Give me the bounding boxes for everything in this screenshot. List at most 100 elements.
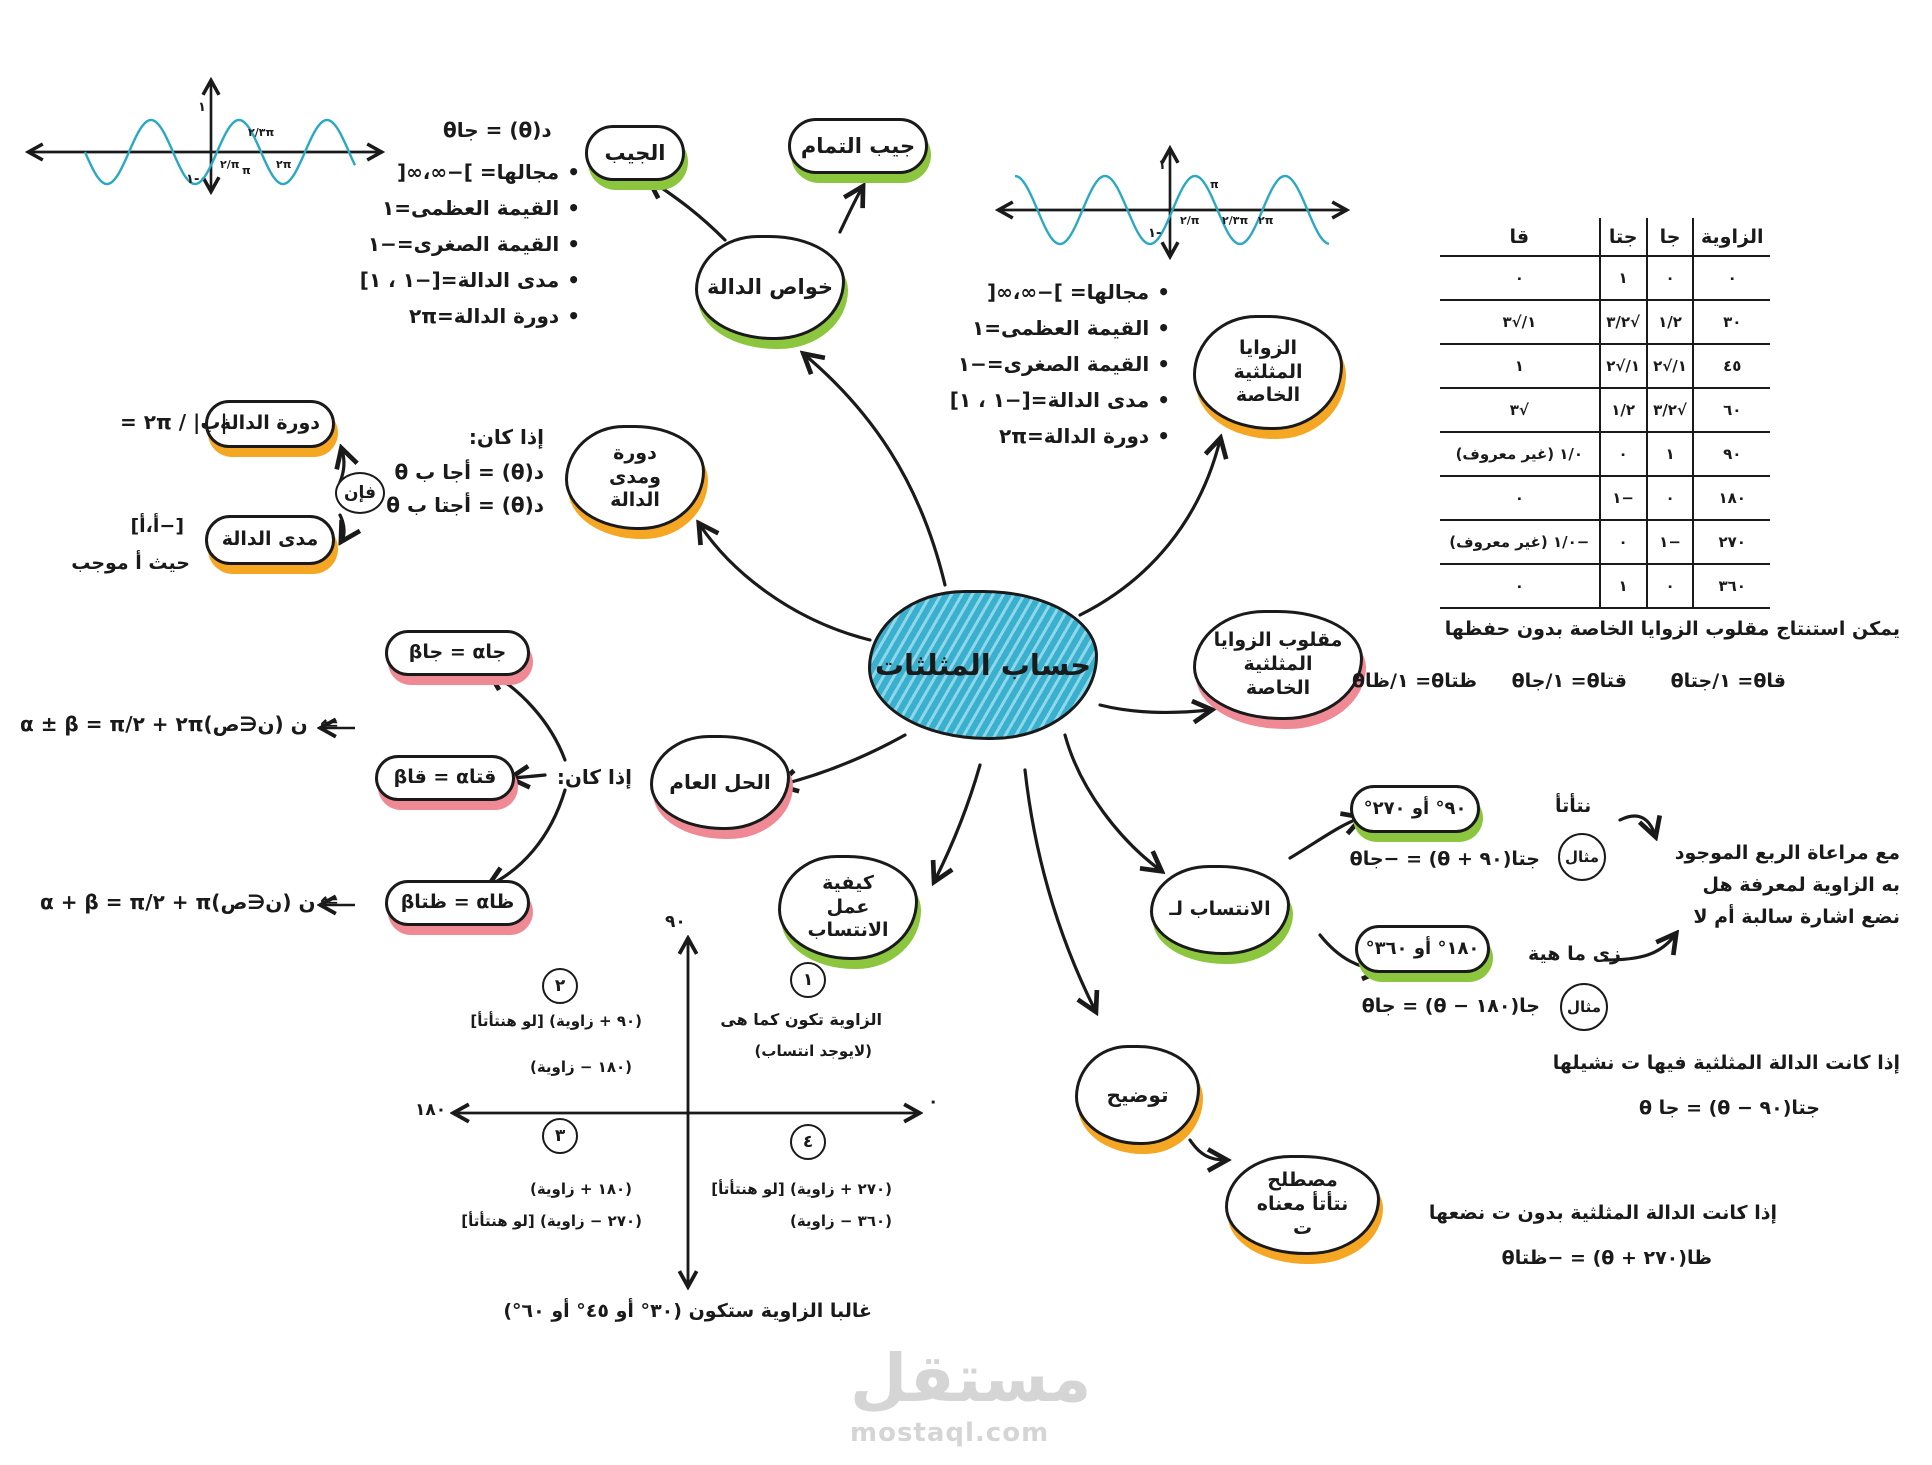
quadrant-axes (455, 940, 918, 1285)
arrow-to-cosine (838, 188, 862, 234)
period-label: دورة الدالة (219, 412, 321, 435)
arrow-to-sine (650, 180, 727, 242)
sine-graph-tick: π/٢ (220, 158, 240, 171)
arrow-clarify-term (1188, 1138, 1225, 1160)
quadrant-1-text: (لايوجد انتساب) (754, 1042, 872, 1060)
table-cell: −١ (1645, 520, 1694, 565)
sign-note: نضع اشارة سالبة أم لا (1693, 906, 1900, 928)
node-translation-to-label: الانتساب لـ (1169, 898, 1271, 921)
sine-formula: د(θ) = جاθ (443, 118, 552, 142)
table-cell: ٣٦٠ (1692, 564, 1770, 609)
table-cell: ٠ (1645, 564, 1694, 609)
node-reciprocals[interactable]: مقلوب الزوايا المثلثية الخاصة (1193, 610, 1363, 720)
table-header: جا (1645, 218, 1694, 257)
node-sine[interactable]: الجيب (585, 125, 685, 181)
quadrant-number-2: ٢ (554, 976, 566, 996)
table-cell: ١/√٢ (1645, 344, 1694, 389)
table-cell: −١/٠ (غير معروف) (1440, 520, 1600, 565)
general-case-3: ظاα = ظتاβ (385, 880, 530, 926)
node-general-solution-label: الحل العام (669, 770, 771, 794)
general-result: α ± β = π/٢ + ٢πن (ن∈ص) (20, 712, 308, 736)
sine-graph-tick: π (242, 164, 251, 177)
table-cell: ١٨٠ (1692, 476, 1770, 521)
period-value: = ٢π / |ب| (120, 410, 228, 434)
table-cell: ٩٠ (1692, 432, 1770, 477)
clarify-line: إذا كانت الدالة المثلثية فيها ت نشيلها (1552, 1052, 1900, 1074)
arrow-to-general (780, 733, 907, 785)
table-cell: ١/√٣ (1440, 300, 1600, 345)
general-case-2: قتاα = قاβ (375, 755, 515, 801)
quadrant-number: ١ (790, 962, 826, 998)
table-cell: ٠ (1440, 256, 1600, 301)
table-header: قا (1440, 218, 1600, 257)
translation-note: نتأتأ (1555, 795, 1592, 817)
cos-prop: القيمة العظمى=١ (972, 316, 1170, 340)
reciprocal-formula: قتاθ= ١/جاθ (1511, 670, 1627, 692)
arrow-to-period (700, 525, 872, 642)
table-cell: ١/٢ (1598, 388, 1647, 433)
then-label: فإن (343, 483, 377, 503)
table-cell: ١ (1598, 564, 1647, 609)
table-cell: ١/√٢ (1598, 344, 1647, 389)
translation-case-label: ١٨٠° أو ٣٦٠° (1365, 937, 1480, 959)
period-case: د(θ) = أجا ب θ (394, 460, 544, 484)
period-if: إذا كان: (468, 425, 544, 449)
example-badge: مثال (1560, 983, 1608, 1031)
node-general-solution[interactable]: الحل العام (650, 735, 790, 830)
period-case: د(θ) = أجتا ب θ (386, 493, 544, 517)
translation-example: جتا(٩٠ + θ) = −جاθ (1349, 848, 1540, 870)
quadrant-4-text: (٣٦٠ − زاوية) (789, 1212, 892, 1230)
general-case-label: ظاα = ظتاβ (400, 891, 515, 914)
sine-prop: مجالها= ]−∞،∞[ (397, 160, 580, 184)
arrow-to-properties (805, 355, 947, 587)
node-reciprocals-label: مقلوب الزوايا المثلثية الخاصة (1213, 629, 1343, 699)
arrow-note-sign2 (1603, 935, 1675, 962)
table-cell: ١ (1440, 344, 1600, 389)
table-cell: ٠ (1440, 476, 1600, 521)
node-translation-how[interactable]: كيفية عمل الانتساب (778, 855, 918, 960)
general-case-label: قتاα = قاβ (393, 766, 497, 789)
table-cell: ١/٠ (غير معروف) (1440, 432, 1600, 477)
example-badge-label: مثال (1566, 998, 1602, 1016)
clarify-example: ظا(٢٧٠ + θ) = −ظتاθ (1501, 1247, 1712, 1269)
node-cosine[interactable]: جيب التمام (788, 118, 928, 174)
example-badge-label: مثال (1564, 848, 1600, 866)
center-cloud[interactable]: حساب المثلثات (868, 590, 1098, 740)
node-clarification[interactable]: توضيح (1075, 1045, 1200, 1145)
node-term-meaning[interactable]: مصطلح نتأتأ معناه ت (1225, 1155, 1380, 1255)
table-cell: √٣/٢ (1598, 300, 1647, 345)
quadrant-number: ٣ (542, 1118, 578, 1154)
quadrant-number-3: ٣ (554, 1126, 566, 1146)
quadrant-number: ٢ (542, 968, 578, 1004)
node-translation-to[interactable]: الانتساب لـ (1150, 865, 1290, 955)
cos-graph-tick: ٢π (1258, 214, 1274, 227)
node-cosine-label: جيب التمام (800, 133, 916, 158)
cos-graph-tick: π/٢ (1180, 214, 1200, 227)
node-period-range-label: دورة ومدى الدالة (609, 441, 661, 512)
example-badge: مثال (1558, 833, 1606, 881)
node-properties[interactable]: خواص الدالة (695, 235, 845, 340)
node-special-angles[interactable]: الزوايا المثلثية الخاصة (1193, 315, 1343, 430)
table-cell: ١ (1645, 432, 1694, 477)
then-badge: فإن (335, 472, 385, 514)
period-label-pill: دورة الدالة (205, 400, 335, 448)
general-result: α + β = π/٢ + πن (ن∈ص) (40, 890, 316, 914)
node-period-range[interactable]: دورة ومدى الدالة (565, 425, 705, 530)
table-cell: ١ (1598, 256, 1647, 301)
sign-note: مع مراعاة الربع الموجود (1674, 842, 1900, 864)
sign-note: به الزاوية لمعرفة هل (1702, 874, 1900, 896)
sine-graph-tick: ٣π/٢ (248, 126, 275, 139)
sine-graph-tick: ٢π (276, 158, 292, 171)
quadrant-3-text: (١٨٠ + زاوية) (529, 1180, 632, 1198)
node-sine-label: الجيب (604, 140, 666, 165)
quadrant-2-text: (٩٠ + زاوية) [لو هنتأتأ] (470, 1012, 642, 1030)
quadrant-footer: غالبا الزاوية ستكون (٣٠° أو ٤٥° أو ٦٠°) (503, 1300, 872, 1322)
table-cell: ٢٧٠ (1692, 520, 1770, 565)
